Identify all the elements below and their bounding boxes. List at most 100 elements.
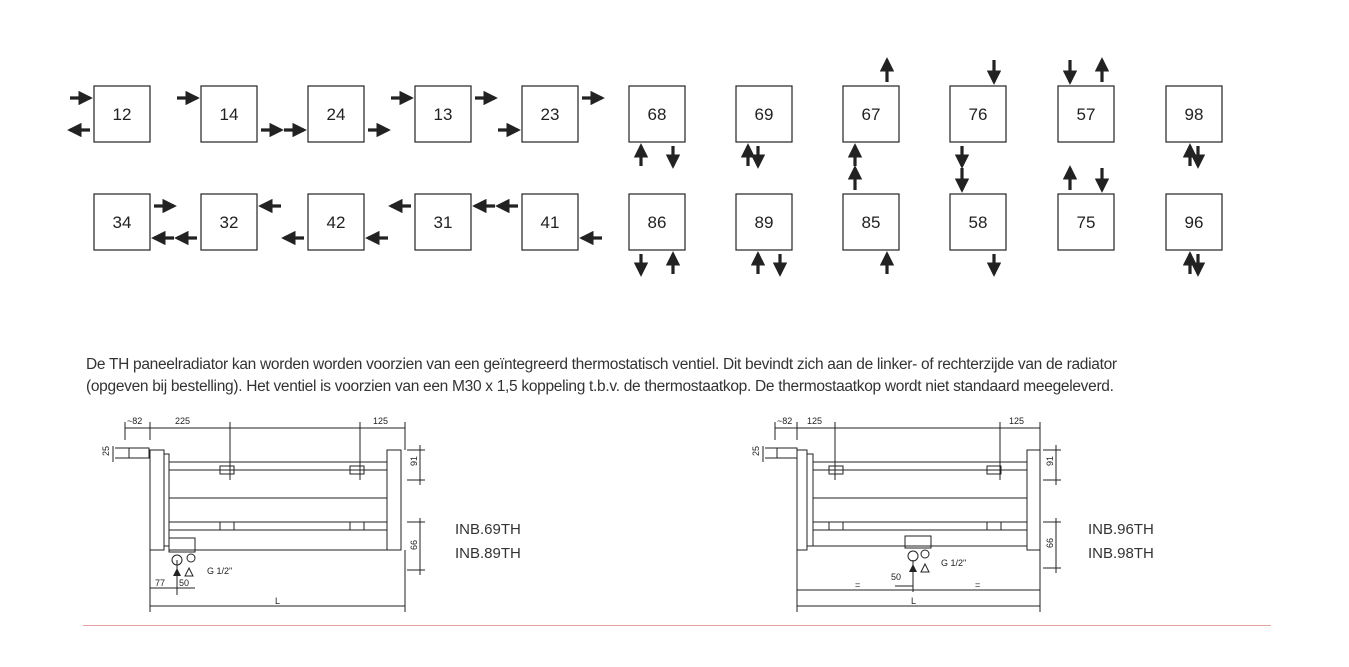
connection-code: 96 [1185, 213, 1204, 232]
connection-box-frame [414, 193, 472, 251]
dim-left-125: 125 [373, 416, 388, 426]
dim-left-77: 77 [155, 578, 165, 588]
dim-left-25: 25 [101, 446, 111, 456]
connection-box: 41 [495, 193, 602, 251]
connection-code: 34 [113, 213, 132, 232]
model-label: INB.96TH [1088, 521, 1154, 538]
connection-code: 23 [541, 105, 560, 124]
connection-box-frame [628, 85, 686, 143]
connection-box-frame [307, 193, 365, 251]
dim-right-82: ~82 [777, 416, 792, 426]
model-label: INB.89TH [455, 545, 521, 562]
dim-left-91: 91 [409, 456, 419, 466]
connection-box: 96 [1165, 193, 1223, 277]
connection-box: 75 [1057, 165, 1115, 251]
connection-code: 86 [648, 213, 667, 232]
dim-left-82: ~82 [127, 416, 142, 426]
connection-box: 32 [174, 193, 281, 251]
divider-line [83, 625, 1271, 626]
connection-box: 86 [628, 193, 686, 277]
dim-right-66: 66 [1045, 538, 1055, 548]
connection-code: 89 [755, 213, 774, 232]
connection-box-frame [1057, 85, 1115, 143]
connection-box-frame [521, 85, 579, 143]
connection-box: 98 [1165, 85, 1223, 169]
dim-right-eq1: = [855, 580, 860, 590]
connection-box-frame [949, 85, 1007, 143]
dim-right-eq2: = [975, 580, 980, 590]
connection-box-frame [842, 85, 900, 143]
connection-box-frame [414, 85, 472, 143]
connection-code: 85 [862, 213, 881, 232]
technical-drawing-left: ~82 225 125 25 91 66 77 50 L G 1/2" [101, 416, 425, 612]
description-line-1: De TH paneelradiator kan worden worden v… [86, 356, 1117, 373]
connection-box: 68 [628, 85, 686, 169]
connection-box: 31 [388, 193, 495, 251]
description-line-2: (opgeven bij bestelling). Het ventiel is… [86, 378, 1114, 395]
connection-code: 32 [220, 213, 239, 232]
connection-box-frame [1057, 193, 1115, 251]
connection-box: 85 [842, 165, 900, 274]
connection-box: 24 [284, 85, 391, 143]
connection-diagram: 12 14 24 13 23 68 69 67 76 57 98 34 32 42 31 41 86 89 85 5… [67, 57, 1223, 277]
connection-code: 13 [434, 105, 453, 124]
technical-drawing-right: ~82 125 125 25 91 66 50 = = L G 1/2" [751, 416, 1061, 612]
connection-box: 69 [735, 85, 793, 169]
connection-code: 24 [327, 105, 346, 124]
connection-box-frame [735, 193, 793, 251]
dim-left-225: 225 [175, 416, 190, 426]
models-left: INB.69TH INB.89TH [455, 518, 521, 566]
connection-box: 13 [391, 85, 498, 143]
connection-box-frame [200, 85, 258, 143]
connection-code: 31 [434, 213, 453, 232]
models-right: INB.96TH INB.98TH [1088, 518, 1154, 566]
connection-code: 57 [1077, 105, 1096, 124]
dim-left-66: 66 [409, 540, 419, 550]
connection-box: 57 [1057, 57, 1115, 143]
connection-box: 12 [67, 85, 151, 143]
valve-label-left: G 1/2" [207, 566, 232, 576]
dim-left-L: L [275, 596, 280, 606]
model-label: INB.69TH [455, 521, 521, 538]
connection-box-frame [200, 193, 258, 251]
dim-right-25: 25 [751, 446, 761, 456]
connection-code: 98 [1185, 105, 1204, 124]
connection-box-frame [842, 193, 900, 251]
connection-box: 58 [949, 168, 1007, 277]
connection-code: 12 [113, 105, 132, 124]
valve-label-right: G 1/2" [941, 558, 966, 568]
connection-box: 76 [949, 60, 1007, 169]
connection-code: 68 [648, 105, 667, 124]
connection-box: 34 [93, 193, 177, 251]
connection-code: 76 [969, 105, 988, 124]
connection-code: 69 [755, 105, 774, 124]
connection-box-frame [93, 85, 151, 143]
description-text: De TH paneelradiator kan worden worden v… [86, 354, 1286, 398]
dim-right-125b: 125 [1009, 416, 1024, 426]
connection-box: 14 [177, 85, 284, 143]
dim-right-50: 50 [891, 572, 901, 582]
connection-code: 42 [327, 213, 346, 232]
connection-code: 14 [220, 105, 239, 124]
connection-box: 23 [498, 85, 605, 143]
connection-box-frame [521, 193, 579, 251]
connection-box-frame [628, 193, 686, 251]
connection-box: 89 [735, 193, 793, 277]
connection-row-1: 12 14 24 13 23 68 69 67 76 57 98 [67, 57, 1223, 169]
dim-left-50: 50 [179, 578, 189, 588]
connection-box: 67 [842, 57, 900, 166]
model-label: INB.98TH [1088, 545, 1154, 562]
connection-box-frame [735, 85, 793, 143]
dim-right-125a: 125 [807, 416, 822, 426]
connection-box-frame [1165, 193, 1223, 251]
connection-box-frame [307, 85, 365, 143]
connection-box-frame [1165, 85, 1223, 143]
connection-code: 75 [1077, 213, 1096, 232]
connection-box-frame [949, 193, 1007, 251]
connection-box-frame [93, 193, 151, 251]
connection-code: 58 [969, 213, 988, 232]
connection-box: 42 [281, 193, 388, 251]
dim-right-91: 91 [1045, 456, 1055, 466]
dim-right-L: L [911, 596, 916, 606]
connection-code: 67 [862, 105, 881, 124]
